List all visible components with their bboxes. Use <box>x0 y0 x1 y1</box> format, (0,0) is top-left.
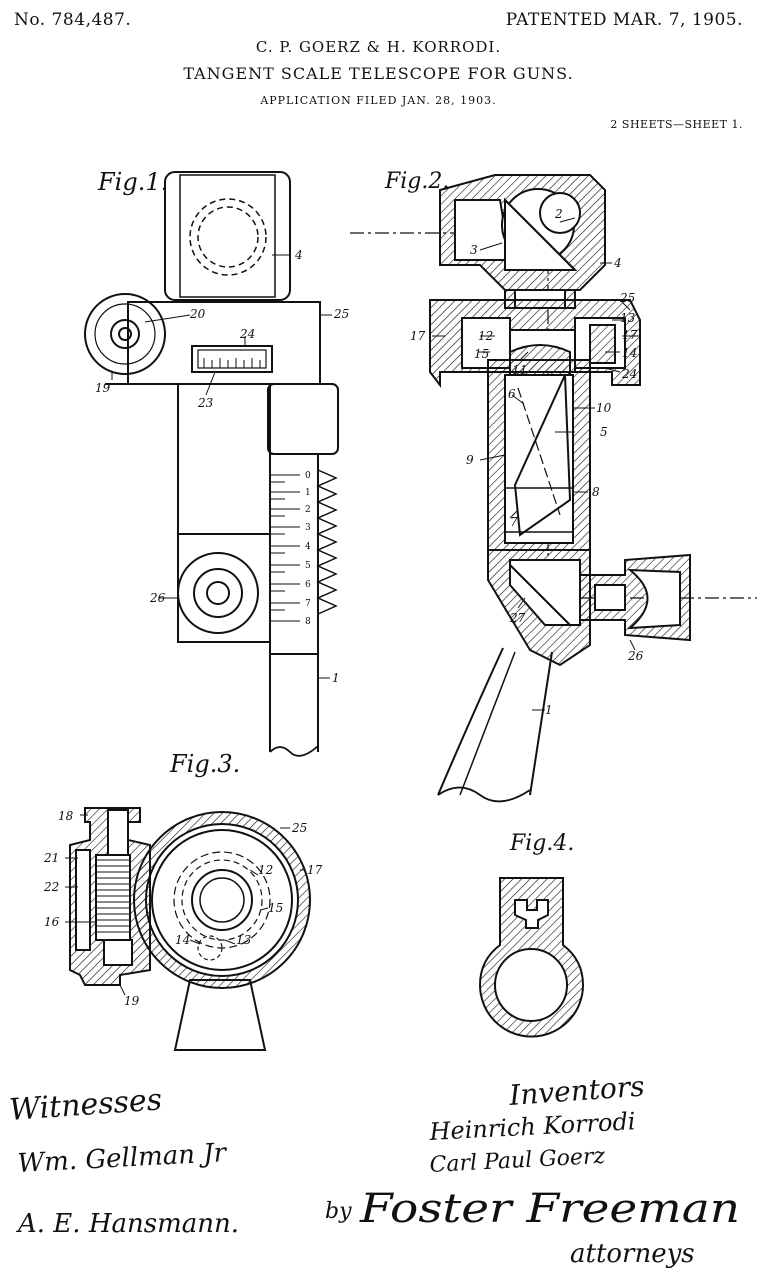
callout-12: 12 <box>258 863 273 877</box>
scale-number: 0 <box>305 471 311 481</box>
patent-title: TANGENT SCALE TELESCOPE FOR GUNS. <box>183 64 574 83</box>
callout-25: 25 <box>291 821 307 835</box>
callout-5: 5 <box>600 425 608 439</box>
callout-10: 10 <box>596 401 612 415</box>
callout-6: 6 <box>508 387 516 401</box>
fig1-label: Fig.1. <box>97 168 168 196</box>
patented-date: PATENTED MAR. 7, 1905. <box>505 10 743 30</box>
callout-22: 22 <box>43 880 59 894</box>
callout-21: 21 <box>43 851 59 865</box>
inventor-2-signature: Carl Paul Goerz <box>429 1144 606 1178</box>
figure-4: Fig.4. <box>478 831 585 1038</box>
scale-number: 5 <box>305 561 311 571</box>
fig3-label: Fig.3. <box>169 750 240 778</box>
callout-19: 19 <box>124 994 140 1008</box>
inventor-1-signature: Heinrich Korrodi <box>428 1107 636 1146</box>
scale-number: 2 <box>305 505 311 515</box>
callout-26: 26 <box>627 649 644 663</box>
scale-number: 1 <box>305 488 311 498</box>
callout-1: 1 <box>332 671 340 685</box>
callout-3: 3 <box>470 243 478 257</box>
callout-9: 9 <box>466 453 474 467</box>
scale-number: 6 <box>305 580 311 590</box>
callout-17: 17 <box>622 328 638 342</box>
inventors-heading: Inventors <box>507 1070 645 1112</box>
callout-12: 12 <box>478 329 493 343</box>
fig2-label: Fig.2. <box>384 169 449 194</box>
patent-number: No. 784,487. <box>14 10 132 30</box>
callout-2: 2 <box>554 207 563 221</box>
attorney-signature: Foster Freeman <box>359 1186 740 1232</box>
witness-2-signature: A. E. Hansmann. <box>16 1209 239 1239</box>
callout-7: 7 <box>510 515 518 529</box>
callout-13: 13 <box>236 933 252 947</box>
callout-23: 23 <box>197 396 214 410</box>
callout-26: 26 <box>149 591 166 605</box>
callout-17b: 17 <box>410 329 426 343</box>
callout-11: 11 <box>512 363 527 377</box>
sheet-count: 2 SHEETS—SHEET 1. <box>610 118 743 131</box>
fig4-label: Fig.4. <box>509 831 574 856</box>
callout-25: 25 <box>333 307 349 321</box>
scale-number: 7 <box>305 599 311 609</box>
attorneys-word: attorneys <box>570 1239 695 1269</box>
callout-4: 4 <box>613 256 622 270</box>
by-word: by <box>325 1199 352 1224</box>
callout-19: 19 <box>95 381 111 395</box>
figure-1: Fig.1. <box>84 168 349 757</box>
callout-1: 1 <box>545 703 553 717</box>
callout-15: 15 <box>268 901 283 915</box>
witness-1-signature: Wm. Gellman Jr <box>17 1138 229 1179</box>
figure-2: Fig.2. <box>350 169 757 803</box>
callout-13: 13 <box>620 311 636 325</box>
signature-block: Witnesses Wm. Gellman Jr A. E. Hansmann.… <box>8 1070 740 1269</box>
witnesses-heading: Witnesses <box>8 1082 163 1128</box>
callout-16: 16 <box>44 915 60 929</box>
callout-18: 18 <box>58 809 74 823</box>
callout-27: 27 <box>509 611 526 625</box>
callout-17: 17 <box>307 863 323 877</box>
callout-4: 4 <box>294 248 303 262</box>
scale-number: 3 <box>305 523 311 533</box>
application-filed: APPLICATION FILED JAN. 28, 1903. <box>260 94 497 107</box>
callout-8: 8 <box>592 485 600 499</box>
callout-25: 25 <box>619 291 635 305</box>
callout-14: 14 <box>622 346 637 360</box>
inventors-line: C. P. GOERZ & H. KORRODI. <box>255 38 502 56</box>
scale-number: 8 <box>305 617 311 627</box>
callout-14: 14 <box>175 933 190 947</box>
scale-number: 4 <box>305 542 311 552</box>
callout-24: 24 <box>239 327 255 341</box>
callout-20: 20 <box>189 307 206 321</box>
callout-15: 15 <box>474 347 489 361</box>
callout-24: 24 <box>621 367 637 381</box>
figure-3: Fig.3. <box>43 750 323 1051</box>
